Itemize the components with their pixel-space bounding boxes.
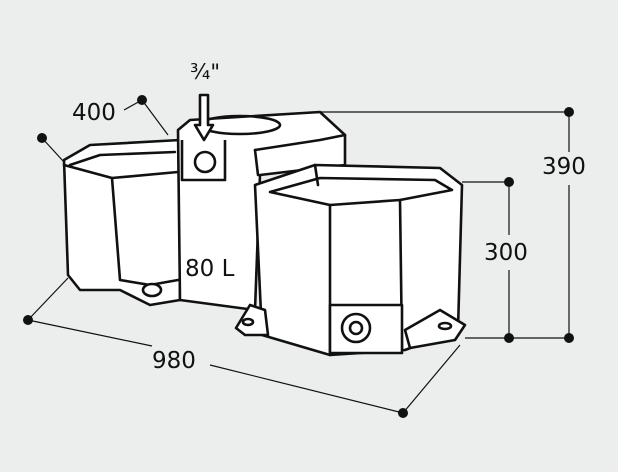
- depth-label: 400: [72, 100, 116, 126]
- volume-label: 80 L: [185, 256, 235, 282]
- left-basin: [62, 138, 182, 307]
- inlet-fitting: [180, 93, 227, 182]
- length-label: 980: [152, 348, 196, 374]
- inlet-size-label: ¾": [190, 60, 221, 84]
- dimension-lines: [23, 95, 574, 418]
- right-basin: [234, 163, 467, 357]
- total-height-label: 390: [542, 154, 586, 180]
- trough-height-label: 300: [484, 240, 528, 266]
